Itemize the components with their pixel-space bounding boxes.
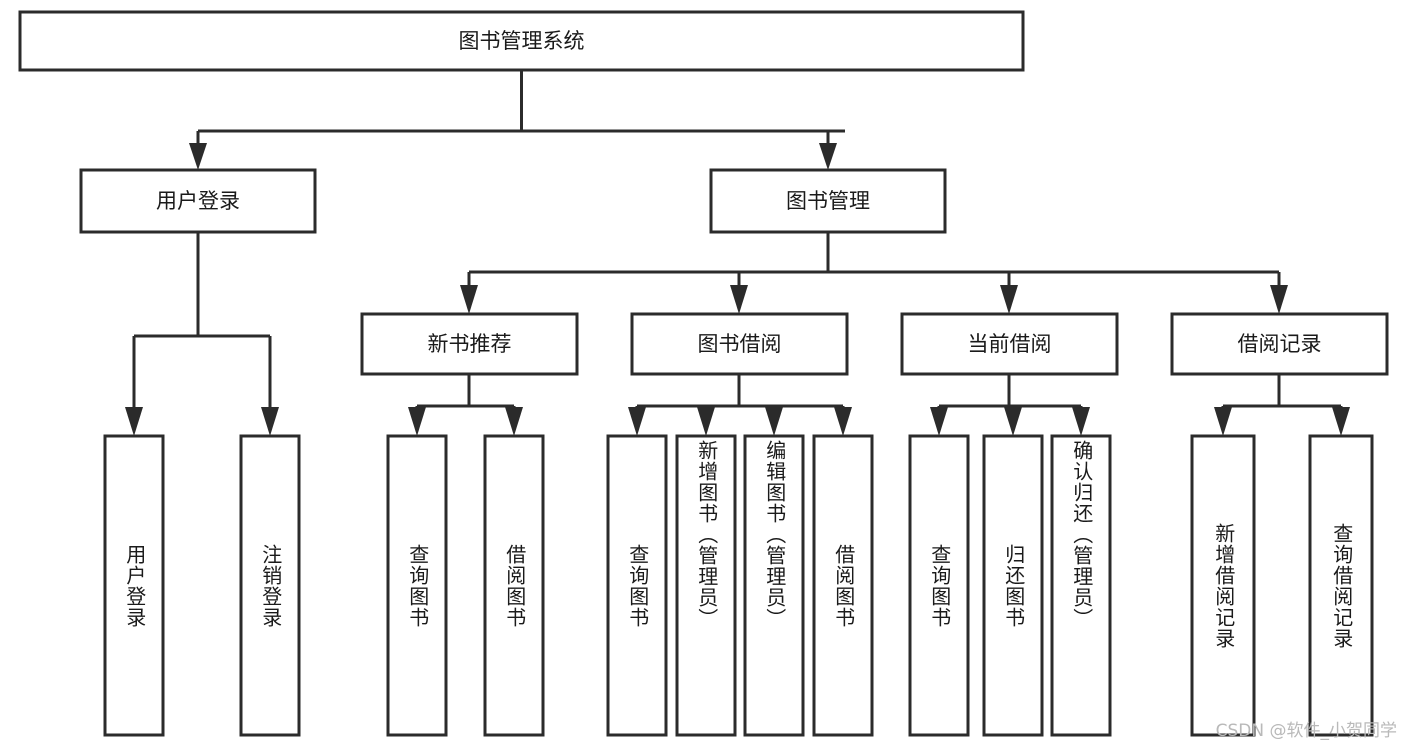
- node-book-borrow-label: 图书借阅: [698, 332, 782, 356]
- leaf-box-return-book[interactable]: [982, 434, 1044, 737]
- arrow-head-to-current-borrow: [1000, 285, 1018, 314]
- leaf-box-query-record[interactable]: [1308, 434, 1374, 737]
- node-borrow-record-label: 借阅记录: [1238, 332, 1322, 356]
- leaf-box-query-book-3[interactable]: [908, 434, 970, 737]
- arrow-head-leaf-add-book: [697, 407, 715, 436]
- node-new-book-recommend[interactable]: 新书推荐: [360, 312, 579, 376]
- node-root-system-box[interactable]: [18, 10, 1025, 72]
- node-user-login-box[interactable]: [79, 168, 317, 234]
- arrow-head-leaf-borrow-book-2: [834, 407, 852, 436]
- connector-group-book-borrow: [628, 374, 852, 436]
- csdn-watermark: CSDN @软件_小贺同学: [1215, 721, 1397, 741]
- leaf-box-borrow-book-1[interactable]: [483, 434, 545, 737]
- connector-group-borrow-record: [1214, 374, 1350, 436]
- node-user-login[interactable]: 用户登录: [79, 168, 317, 234]
- connector-group-book-manage: [460, 232, 1288, 314]
- node-current-borrow-label: 当前借阅: [968, 332, 1052, 356]
- node-book-borrow[interactable]: 图书借阅: [630, 312, 849, 376]
- node-book-borrow-box[interactable]: [630, 312, 849, 376]
- connector-group-current-borrow: [930, 374, 1090, 436]
- leaf-box-add-record[interactable]: [1190, 434, 1256, 737]
- leaf-box-group: [103, 434, 1374, 737]
- connector-group-new-book-rec: [408, 374, 523, 436]
- node-borrow-record[interactable]: 借阅记录: [1170, 312, 1389, 376]
- node-book-manage-box[interactable]: [709, 168, 947, 234]
- node-borrow-record-box[interactable]: [1170, 312, 1389, 376]
- arrow-head-leaf-user-logout: [261, 407, 279, 436]
- node-current-borrow[interactable]: 当前借阅: [900, 312, 1119, 376]
- leaf-box-user-logout[interactable]: [239, 434, 301, 737]
- arrow-head-leaf-edit-book: [765, 407, 783, 436]
- connector-group-root: [189, 70, 845, 170]
- node-user-login-label: 用户登录: [156, 189, 240, 213]
- leaf-box-borrow-book-2[interactable]: [812, 434, 874, 737]
- leaf-box-query-book-1[interactable]: [386, 434, 448, 737]
- node-new-book-recommend-box[interactable]: [360, 312, 579, 376]
- arrow-head-to-new-book-rec: [460, 285, 478, 314]
- arrow-head-leaf-borrow-book-1: [505, 407, 523, 436]
- leaf-box-add-book[interactable]: [675, 434, 737, 737]
- arrow-head-leaf-add-record: [1214, 407, 1232, 436]
- node-new-book-recommend-label: 新书推荐: [428, 332, 512, 356]
- node-book-manage-label: 图书管理: [786, 189, 870, 213]
- arrow-head-leaf-query-book-3: [930, 407, 948, 436]
- node-root-system[interactable]: 图书管理系统: [18, 10, 1025, 72]
- leaf-box-edit-book[interactable]: [743, 434, 805, 737]
- node-book-manage[interactable]: 图书管理: [709, 168, 947, 234]
- node-current-borrow-box[interactable]: [900, 312, 1119, 376]
- arrow-head-leaf-user-login: [125, 407, 143, 436]
- arrow-head-to-user-login: [189, 143, 207, 170]
- arrow-head-leaf-query-book-2: [628, 407, 646, 436]
- arrow-head-leaf-query-record: [1332, 407, 1350, 436]
- node-root-system-label: 图书管理系统: [459, 29, 585, 53]
- arrow-head-to-borrow-record: [1270, 285, 1288, 314]
- arrow-head-to-book-manage: [819, 143, 837, 170]
- leaf-box-user-login[interactable]: [103, 434, 165, 737]
- connector-group-user-login: [125, 232, 279, 436]
- leaf-box-confirm-return[interactable]: [1050, 434, 1112, 737]
- arrow-head-leaf-query-book-1: [408, 407, 426, 436]
- arrow-head-leaf-confirm-return: [1072, 407, 1090, 436]
- leaf-box-query-book-2[interactable]: [606, 434, 668, 737]
- arrow-head-to-book-borrow: [730, 285, 748, 314]
- arrow-head-leaf-return-book: [1004, 407, 1022, 436]
